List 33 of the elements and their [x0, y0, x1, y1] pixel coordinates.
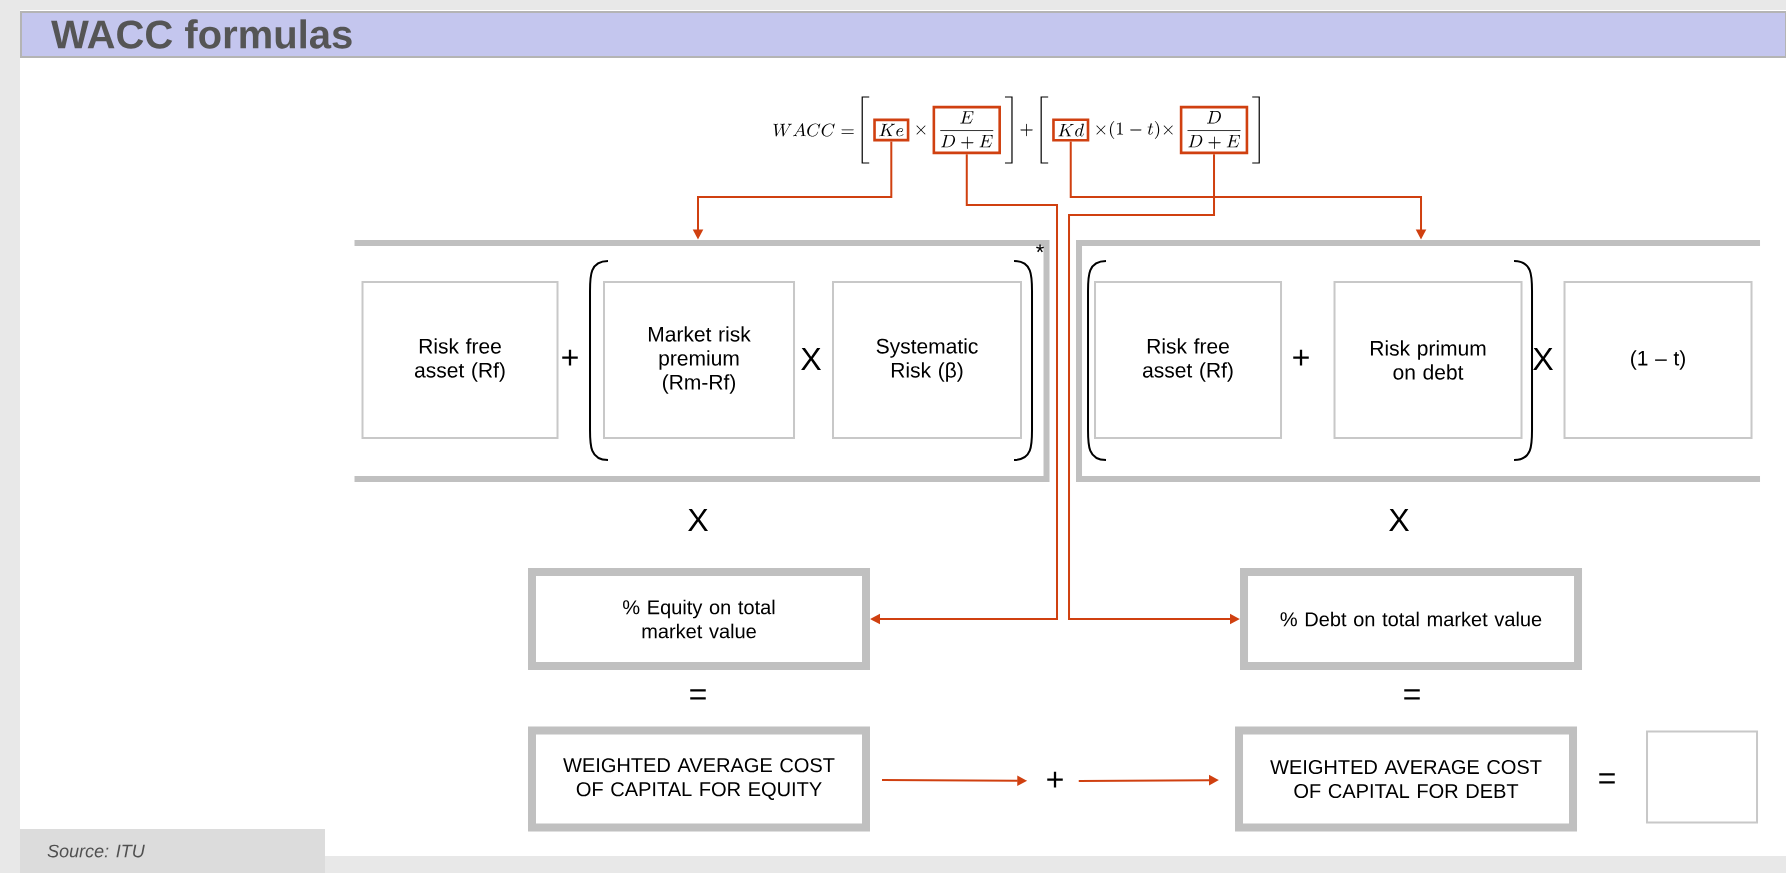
- highlight-box: $Ke$: [873, 118, 910, 142]
- source-note: Source: ITU: [20, 829, 325, 873]
- formula-part: $WACC=$: [773, 123, 854, 137]
- term-box: Risk primum on debt: [1333, 281, 1523, 439]
- term-box: Risk free asset (Rf): [1094, 281, 1282, 439]
- operator-sign: =: [1599, 773, 1615, 784]
- highlight-box: $\frac{E}{D+E}$: [932, 105, 1001, 155]
- operator-sign: +: [562, 349, 578, 366]
- weight-box: % Equity on total market value: [528, 568, 870, 670]
- plus-sign: +: [1047, 771, 1063, 788]
- term-box: (1 – t): [1563, 281, 1753, 439]
- operator-sign: X: [1389, 509, 1409, 531]
- formula-part: $\times(1-t)\times$: [1096, 121, 1173, 139]
- answer-box: [1646, 730, 1759, 824]
- highlight-box: $Kd$: [1052, 118, 1090, 142]
- term-box: Risk free asset (Rf): [361, 281, 559, 439]
- result-box: WEIGHTED AVERAGE COST OF CAPITAL FOR DEBT: [1235, 726, 1577, 832]
- operator-sign: *: [1036, 244, 1044, 253]
- term-box: Market risk premium (Rm-Rf): [603, 281, 795, 439]
- operator-sign: =: [690, 689, 706, 700]
- operator-sign: +: [1293, 349, 1309, 366]
- term-box: Systematic Risk (β): [832, 281, 1022, 439]
- operator-sign: X: [1533, 348, 1553, 370]
- formula-part: $+$: [1020, 123, 1033, 137]
- highlight-box: $\frac{D}{D+E}$: [1179, 105, 1249, 155]
- group-frame: [354, 240, 1050, 482]
- title-bar: WACC formulas: [20, 11, 1786, 58]
- result-box: WEIGHTED AVERAGE COST OF CAPITAL FOR EQUITY: [528, 726, 870, 832]
- operator-sign: =: [1404, 689, 1420, 700]
- formula-part: $\times$: [916, 125, 926, 135]
- operator-sign: X: [801, 348, 821, 370]
- operator-sign: X: [688, 509, 708, 531]
- weight-box: % Debt on total market value: [1240, 568, 1582, 670]
